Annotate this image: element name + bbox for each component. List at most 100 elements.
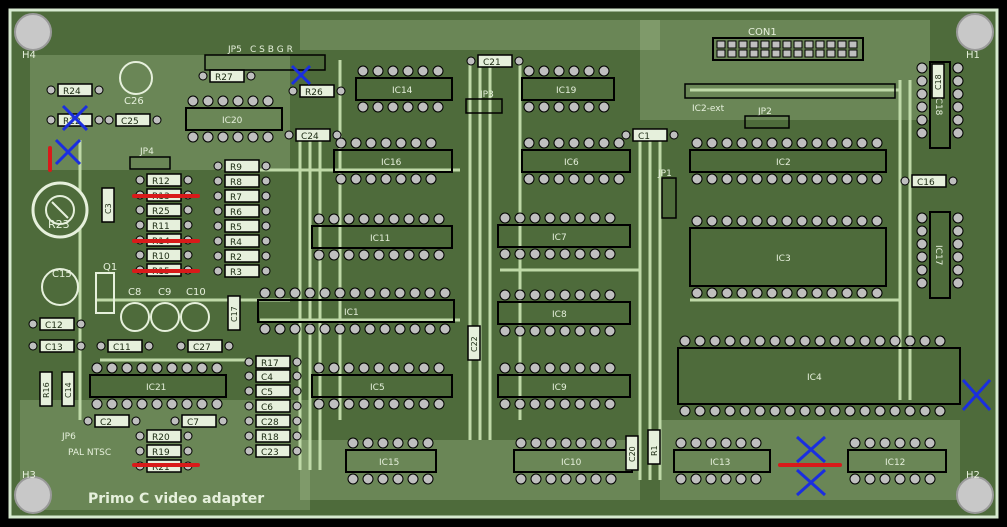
part-label: C12: [45, 321, 63, 331]
part-c16: C16: [900, 174, 958, 188]
ic2-ext-header: [684, 83, 896, 99]
part-c5: C5: [244, 384, 302, 398]
mounting-holes: [14, 13, 994, 514]
part-c28: C28: [244, 414, 302, 428]
ic-ic5: IC5: [311, 362, 453, 410]
part-label: R8: [230, 178, 242, 188]
part-label: R9: [230, 163, 242, 173]
part-label: C24: [301, 132, 319, 142]
jp5-header: [204, 54, 326, 71]
jp1-header: [661, 177, 677, 219]
q1-label: Q1: [103, 262, 117, 273]
part-c24: C24: [284, 128, 342, 142]
ic2-ext-label: IC2-ext: [692, 104, 725, 114]
jp2-header: [744, 115, 790, 129]
connector-con1: CON1: [712, 27, 864, 61]
c10-label: C10: [186, 287, 206, 298]
ic-ic10: IC10: [513, 437, 633, 485]
part-label: C14: [64, 382, 73, 398]
ic-ic8: IC8: [497, 289, 631, 337]
ic-ic19: IC19: [521, 65, 615, 113]
jp3-header: [465, 98, 503, 114]
part-label: C6: [261, 403, 273, 413]
ic-label: IC11: [370, 234, 390, 244]
ic-label: IC1: [344, 308, 359, 318]
part-label: C11: [113, 343, 131, 353]
ic-label: IC20: [222, 116, 243, 126]
part-label: C21: [483, 58, 501, 68]
ic-label: IC13: [710, 458, 730, 468]
part-label: R1: [650, 445, 659, 456]
bridge-markers: [48, 146, 842, 467]
ic-ic3: IC3: [689, 215, 887, 299]
part-c18: C18: [931, 63, 945, 99]
ic-label: IC4: [807, 373, 822, 383]
part-c11: C11: [96, 339, 154, 353]
part-r20: R20: [135, 429, 193, 443]
ic-label: IC16: [381, 158, 402, 168]
ic-ic2: IC2: [689, 137, 887, 185]
part-label: C20: [628, 446, 637, 462]
jp6-options: PAL NTSC: [68, 448, 111, 458]
part-c22: C22: [467, 325, 481, 361]
ic-ic17: IC17: [916, 211, 964, 299]
part-c4: C4: [244, 369, 302, 383]
part-label: R3: [230, 268, 242, 278]
ic-label: IC21: [146, 383, 166, 393]
ic-label: IC17: [933, 245, 943, 265]
part-label: C3: [104, 203, 113, 214]
part-r11: R11: [135, 218, 193, 232]
part-c2: C2: [83, 414, 141, 428]
con1-label: CON1: [748, 27, 777, 38]
ic-label: IC12: [885, 458, 905, 468]
part-r18: R18: [244, 429, 302, 443]
part-c1: C1: [621, 128, 679, 142]
part-r9: R9: [213, 159, 271, 173]
ic-label: IC6: [564, 158, 579, 168]
part-label: C7: [187, 418, 199, 428]
part-r4: R4: [213, 234, 271, 248]
hole-label-h1: H1: [966, 50, 980, 61]
part-c17: C17: [227, 295, 241, 331]
ic-ic1: IC1: [257, 287, 455, 335]
ic-ic15: IC15: [345, 437, 437, 485]
ic-ic20: IC20: [185, 95, 283, 143]
part-label: R2: [230, 253, 242, 263]
ic-label: IC2: [776, 158, 791, 168]
part-label: R4: [230, 238, 242, 248]
ic-label: IC7: [552, 233, 567, 243]
part-label: R10: [152, 252, 170, 262]
part-label: R16: [42, 382, 51, 398]
part-c6: C6: [244, 399, 302, 413]
part-r6: R6: [213, 204, 271, 218]
part-label: R17: [261, 359, 279, 369]
q1-body: [95, 272, 115, 314]
part-c23: C23: [244, 444, 302, 458]
part-r24: R24: [46, 83, 104, 97]
part-r1: R1: [647, 429, 661, 465]
part-r12: R12: [135, 173, 193, 187]
c8-label: C8: [128, 287, 141, 298]
part-c12: C12: [28, 317, 86, 331]
part-c7: C7: [170, 414, 228, 428]
c26-label: C26: [124, 96, 144, 107]
ic-ic16: IC16: [333, 137, 453, 185]
part-label: C16: [917, 178, 935, 188]
part-label: R18: [261, 433, 279, 443]
part-label: R25: [152, 207, 170, 217]
board-title: Primo C video adapter: [88, 491, 264, 507]
part-c27: C27: [176, 339, 234, 353]
ic-label: IC10: [561, 458, 582, 468]
part-c14: C14: [61, 371, 75, 407]
ic-group: IC1IC2IC3IC4IC5IC6IC7IC8IC9IC10IC11IC12I…: [89, 61, 964, 485]
cut-markers: [54, 64, 992, 497]
jp4-header: [129, 156, 171, 170]
part-label: C22: [470, 336, 479, 352]
ic-ic12: IC12: [847, 437, 947, 485]
part-r17: R17: [244, 355, 302, 369]
ic-label: IC19: [556, 86, 577, 96]
ic-ic4: IC4: [677, 335, 961, 417]
part-c20: C20: [625, 435, 639, 471]
ic-ic18: IC18: [916, 61, 964, 149]
